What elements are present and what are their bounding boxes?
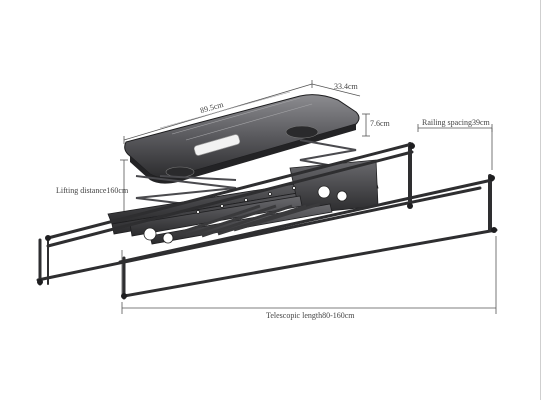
dimension-lines [120, 80, 497, 314]
telescopic-rails [36, 142, 498, 300]
thickness-label: 7.6cm [370, 119, 390, 128]
lifting-distance-label: Lifting distance160cm [56, 186, 129, 195]
frame-slats [169, 202, 321, 238]
railing-spacing-label: Railing spacing39cm [422, 118, 490, 127]
page-edge-divider [540, 0, 541, 400]
rail-end-caps [37, 143, 497, 299]
hook-holes [143, 185, 348, 244]
telescopic-length-label: Telescopic length80-160cm [266, 311, 355, 320]
depth-label: 33.4cm [334, 82, 358, 91]
clothes-frame [107, 159, 379, 245]
